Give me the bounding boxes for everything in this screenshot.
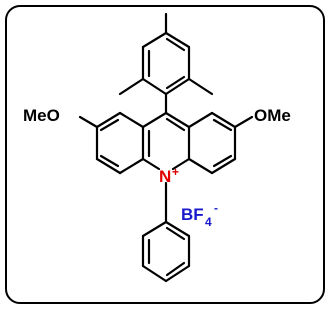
- bond-double-inner: [212, 118, 233, 132]
- bond: [187, 157, 214, 175]
- bond-double-inner: [165, 226, 186, 241]
- bond-double-inner: [99, 118, 120, 132]
- acridine-core: [78, 111, 254, 175]
- bond: [118, 111, 145, 129]
- bond: [164, 220, 191, 238]
- n-phenyl-ring: [141, 181, 191, 283]
- bond-to-methoxy-left: [78, 115, 99, 129]
- bond-to-methoxy-right: [233, 115, 254, 129]
- bond: [141, 111, 168, 129]
- bond-double-inner: [165, 37, 186, 52]
- counterion-subscript: 4: [205, 215, 212, 229]
- counterion-label: BF: [181, 205, 204, 224]
- methoxy-left-label: MeO: [23, 106, 60, 125]
- bond-to-nitrogen: [171, 157, 191, 171]
- methoxy-right-label: OMe: [254, 106, 291, 125]
- bond: [187, 111, 214, 129]
- bond: [210, 157, 237, 175]
- mesityl-ring: [118, 12, 214, 115]
- bond-double-inner: [165, 75, 186, 90]
- atom-labels: MeO OMe N + BF 4 -: [23, 106, 291, 229]
- bond-double-inner: [165, 117, 186, 132]
- frame-border: [5, 5, 325, 304]
- bond: [164, 77, 191, 96]
- bond-to-nitrogen: [141, 157, 161, 171]
- bond-ortho-methyl-left: [118, 77, 145, 96]
- bond: [118, 157, 145, 175]
- bond-ortho-methyl-right: [187, 77, 214, 96]
- nitrogen-charge: +: [172, 165, 179, 179]
- bond: [141, 77, 168, 96]
- bond-double-inner: [212, 154, 233, 168]
- bond-double-inner: [165, 261, 186, 277]
- counterion-charge: -: [214, 201, 218, 215]
- bond: [95, 157, 122, 175]
- bond: [210, 111, 237, 129]
- bond: [141, 31, 168, 49]
- bond: [95, 111, 122, 129]
- bond: [141, 220, 168, 238]
- nitrogen-label: N: [159, 167, 171, 186]
- bond: [141, 264, 168, 283]
- bond-double-inner: [99, 154, 120, 168]
- bond: [164, 264, 191, 283]
- bond: [164, 111, 191, 129]
- bond: [164, 31, 191, 49]
